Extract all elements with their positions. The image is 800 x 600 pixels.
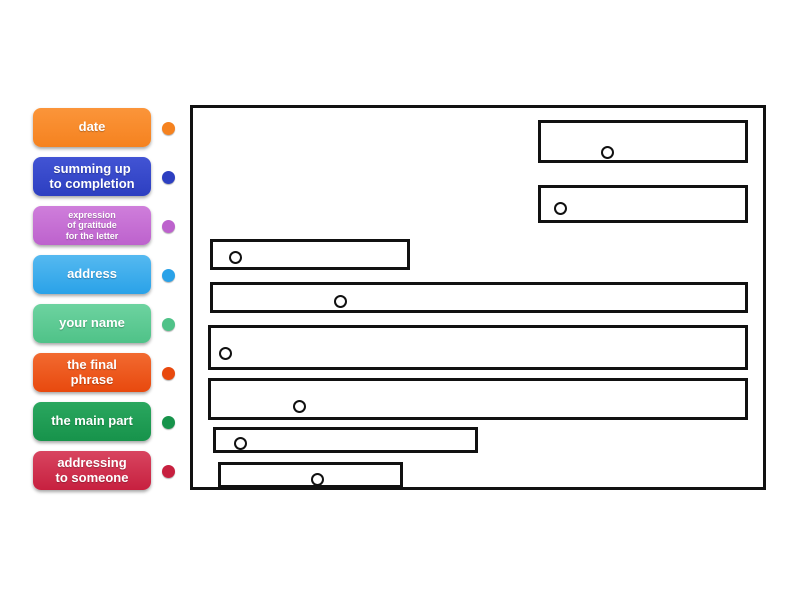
label-gratitude[interactable]: expression of gratitude for the letter (33, 206, 151, 245)
label-date[interactable]: date (33, 108, 151, 147)
drop-zone-1[interactable] (538, 120, 748, 163)
label-column: date summing up to completion expression… (33, 108, 175, 490)
drop-zone-2[interactable] (538, 185, 748, 223)
drop-zone-6[interactable] (208, 378, 748, 420)
target-dot-7[interactable] (234, 437, 247, 450)
label-main-part[interactable]: the main part (33, 402, 151, 441)
label-row-your-name: your name (33, 304, 175, 343)
label-addressing-connector-dot[interactable] (162, 464, 175, 478)
label-gratitude-connector-dot[interactable] (162, 219, 175, 233)
label-your-name-connector-dot[interactable] (162, 317, 175, 331)
label-summing-up-connector-dot[interactable] (162, 170, 175, 184)
label-row-gratitude: expression of gratitude for the letter (33, 206, 175, 245)
target-dot-1[interactable] (601, 146, 614, 159)
drop-zone-4[interactable] (210, 282, 748, 313)
label-row-addressing: addressing to someone (33, 451, 175, 490)
target-dot-3[interactable] (229, 251, 242, 264)
label-addressing[interactable]: addressing to someone (33, 451, 151, 490)
label-row-final-phrase: the final phrase (33, 353, 175, 392)
target-dot-8[interactable] (311, 473, 324, 486)
target-dot-4[interactable] (334, 295, 347, 308)
label-date-connector-dot[interactable] (162, 121, 175, 135)
label-row-address: address (33, 255, 175, 294)
label-row-date: date (33, 108, 175, 147)
drop-zone-7[interactable] (213, 427, 478, 453)
label-row-main-part: the main part (33, 402, 175, 441)
target-dot-6[interactable] (293, 400, 306, 413)
label-final-phrase-connector-dot[interactable] (162, 366, 175, 380)
label-your-name[interactable]: your name (33, 304, 151, 343)
label-address[interactable]: address (33, 255, 151, 294)
target-dot-5[interactable] (219, 347, 232, 360)
label-final-phrase[interactable]: the final phrase (33, 353, 151, 392)
target-dot-2[interactable] (554, 202, 567, 215)
label-address-connector-dot[interactable] (162, 268, 175, 282)
label-row-summing-up: summing up to completion (33, 157, 175, 196)
drop-zone-3[interactable] (210, 239, 410, 270)
label-main-part-connector-dot[interactable] (162, 415, 175, 429)
label-summing-up[interactable]: summing up to completion (33, 157, 151, 196)
drop-zone-5[interactable] (208, 325, 748, 370)
drop-zone-8[interactable] (218, 462, 403, 488)
